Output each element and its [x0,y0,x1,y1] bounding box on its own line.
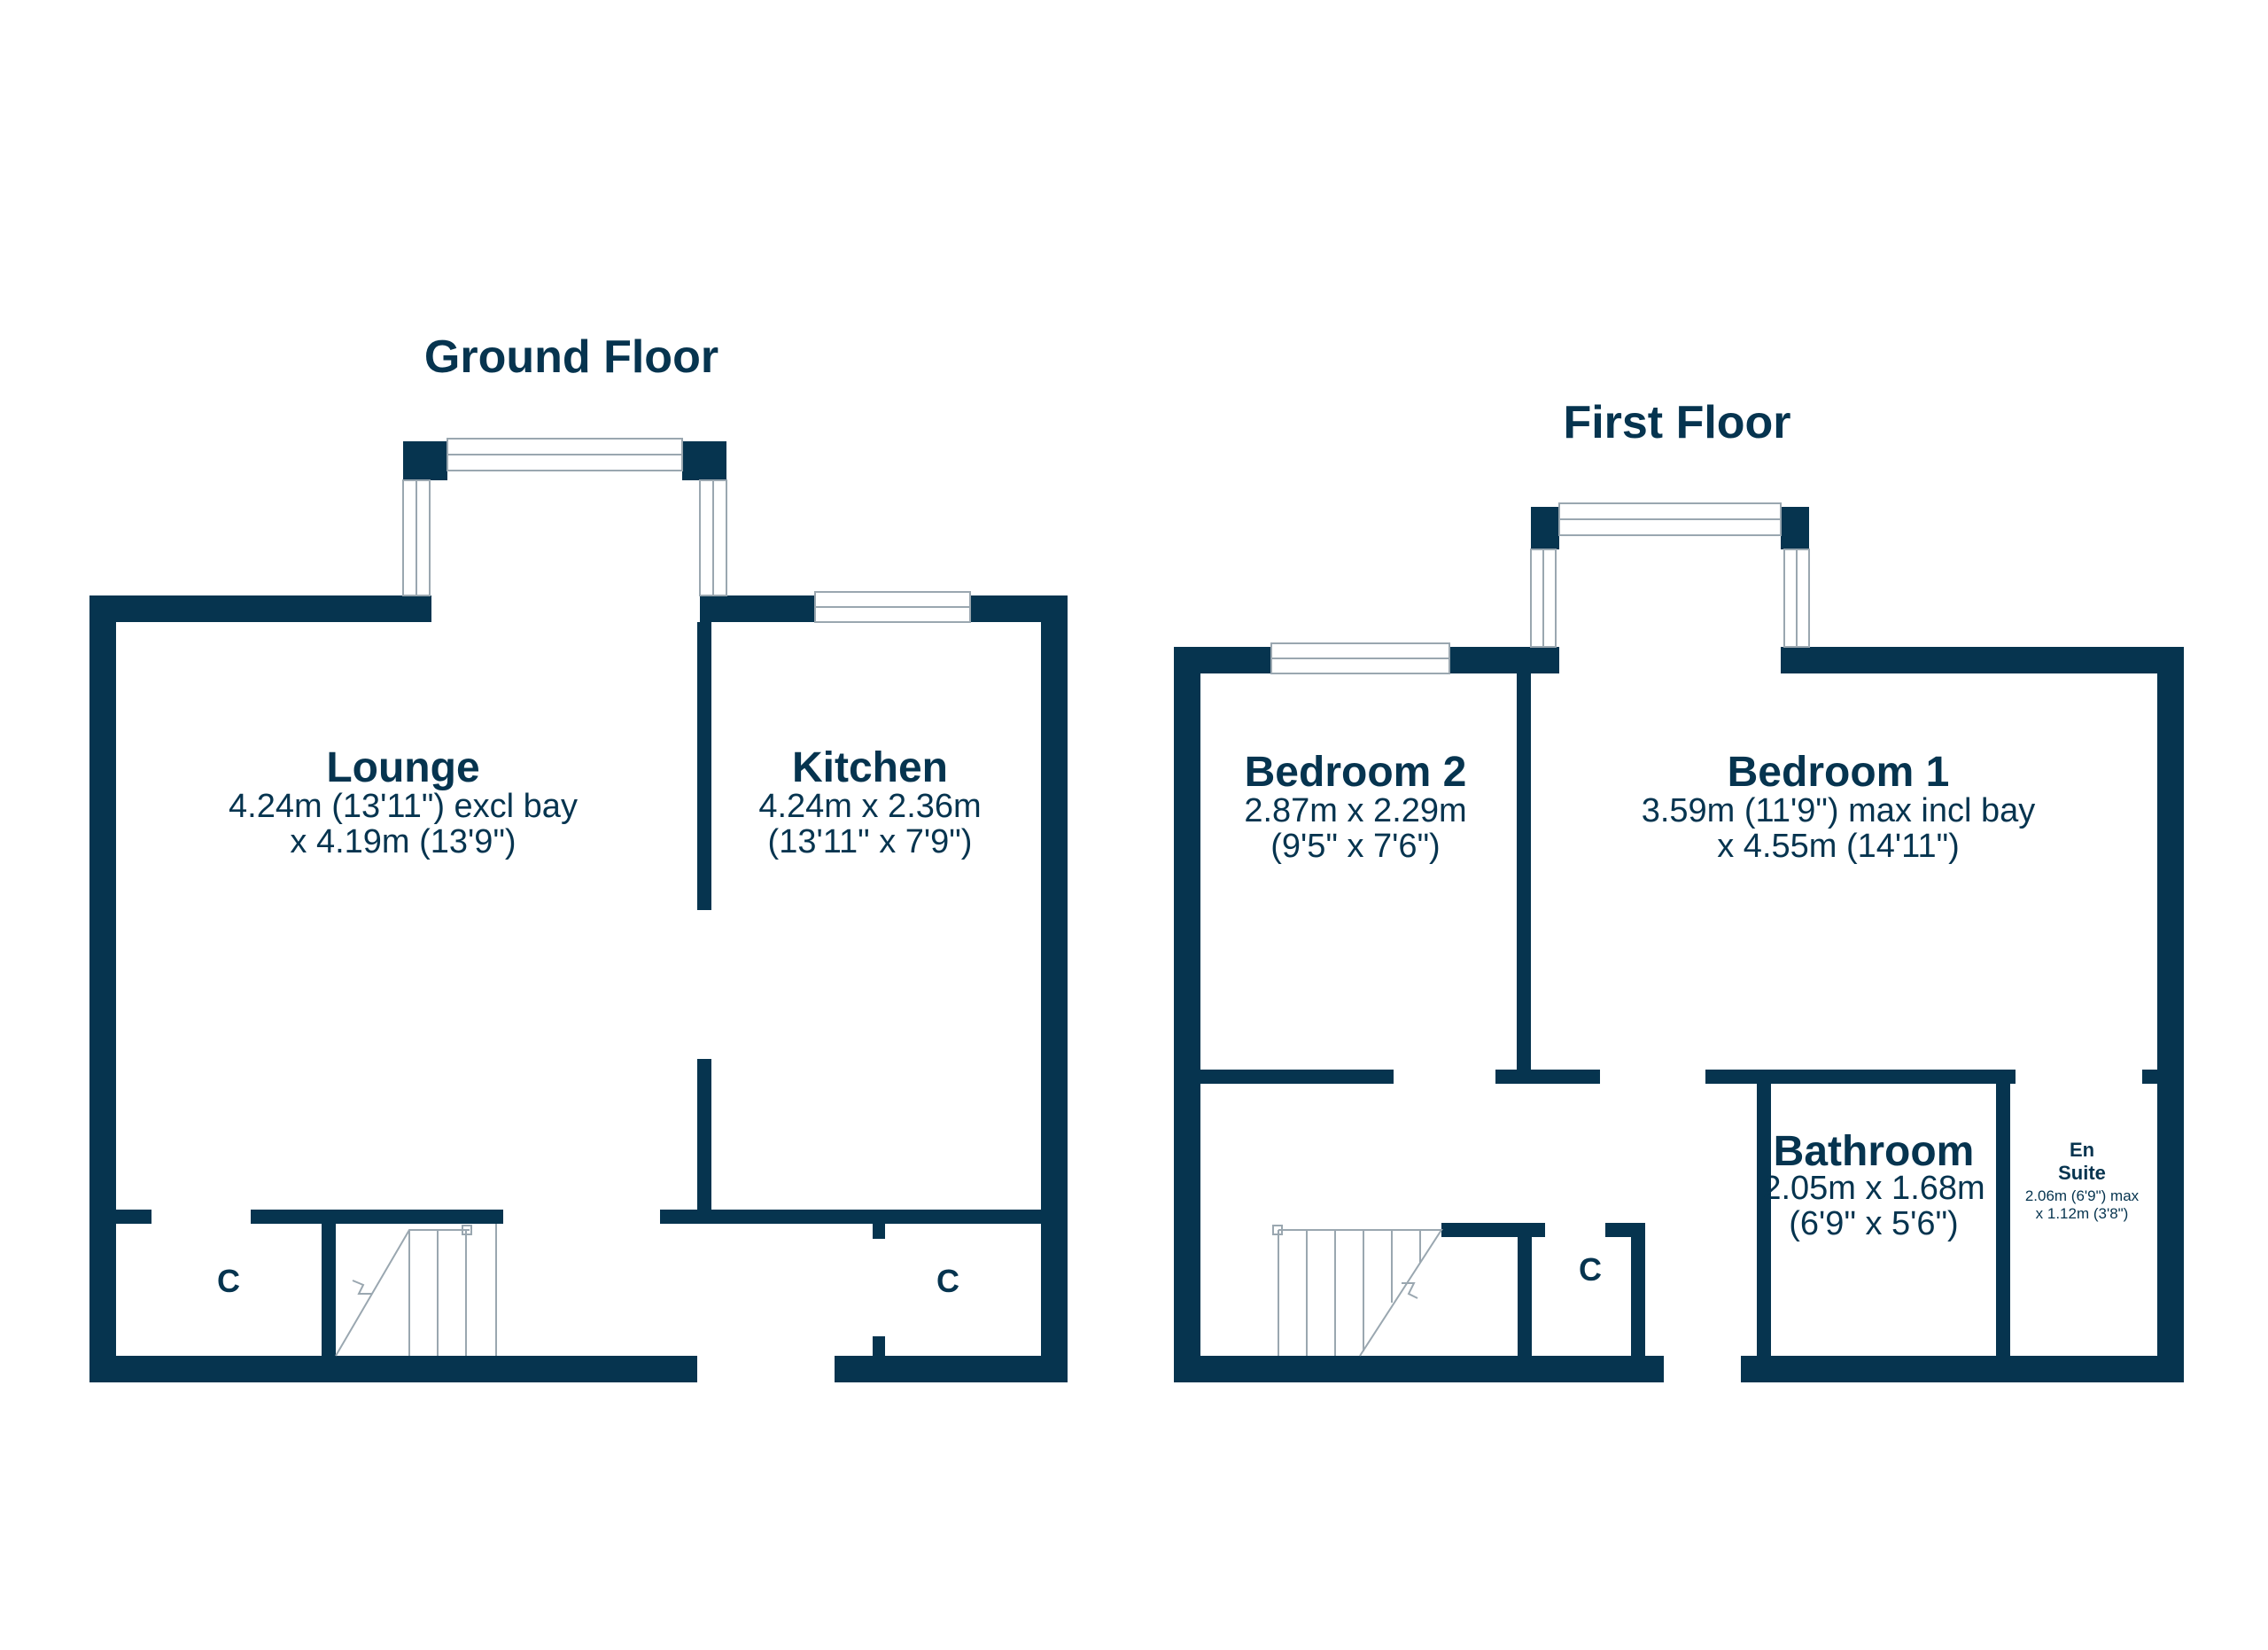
first-floor: First Floor [1174,397,2184,1382]
ground-floor-stairs [335,1224,497,1357]
ensuite-dimension-2: x 1.12m (3'8") [2036,1205,2129,1222]
lounge-dimension-2: x 4.19m (13'9") [290,823,516,860]
bathroom-dimension-2: (6'9" x 5'6") [1789,1205,1958,1242]
ground-floor-walls [89,441,1068,1382]
cupboard-label-left: C [217,1263,240,1299]
cupboard-label-right: C [936,1263,959,1299]
bedroom-2-dimension-1: 2.87m x 2.29m [1244,792,1466,829]
bedroom-1-dimension-2: x 4.55m (14'11") [1717,828,1960,865]
bedroom-2-dimension-2: (9'5" x 7'6") [1270,828,1440,865]
ensuite-dimension-1: 2.06m (6'9") max [2025,1187,2140,1204]
kitchen: Kitchen 4.24m x 2.36m (13'11" x 7'9") [758,744,981,860]
first-floor-title: First Floor [1563,397,1790,448]
bedroom-2: Bedroom 2 2.87m x 2.29m (9'5" x 7'6") [1244,749,1466,865]
lounge-name: Lounge [326,744,479,791]
cupboard-label-first: C [1579,1251,1602,1288]
bedroom-1-dimension-1: 3.59m (11'9") max incl bay [1642,792,2036,829]
ensuite: En Suite 2.06m (6'9") max x 1.12m (3'8") [2025,1139,2140,1222]
ground-floor-title: Ground Floor [424,331,718,383]
bedroom-2-name: Bedroom 2 [1245,749,1467,796]
first-floor-windows [1270,502,1810,674]
lounge: Lounge 4.24m (13'11") excl bay x 4.19m (… [229,744,578,860]
kitchen-dimension-2: (13'11" x 7'9") [768,823,973,860]
bathroom: Bathroom 2.05m x 1.68m (6'9" x 5'6") [1762,1128,1984,1242]
ensuite-name-1: En [2070,1139,2094,1161]
bedroom-1-name: Bedroom 1 [1728,749,1950,796]
ground-floor-windows [402,438,971,623]
bathroom-dimension-1: 2.05m x 1.68m [1762,1170,1984,1207]
lounge-dimension-1: 4.24m (13'11") excl bay [229,788,578,825]
ground-floor: Ground Floor [89,331,1068,1382]
bedroom-1: Bedroom 1 3.59m (11'9") max incl bay x 4… [1642,749,2036,865]
bathroom-name: Bathroom [1774,1128,1975,1175]
first-floor-stairs [1272,1225,1443,1357]
ensuite-name-2: Suite [2058,1162,2106,1184]
kitchen-dimension-1: 4.24m x 2.36m [758,788,981,825]
kitchen-name: Kitchen [792,744,948,791]
first-floor-walls [1174,507,2184,1382]
